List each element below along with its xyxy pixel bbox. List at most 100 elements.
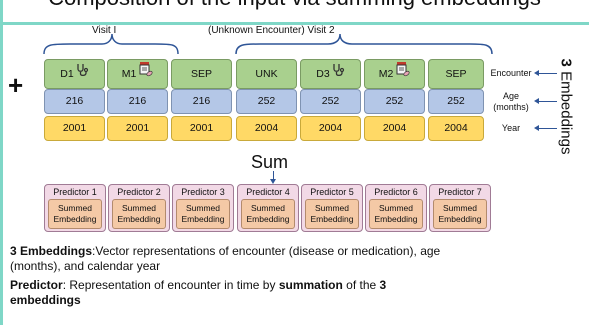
visit1-brace [43, 33, 179, 55]
encounter-label: SEP [445, 68, 467, 80]
age-token: 252 [364, 89, 425, 114]
encounter-token: UNK [236, 59, 297, 89]
encounter-label: M1 [121, 68, 137, 80]
age-token: 216 [107, 89, 168, 114]
age-token: 252 [300, 89, 361, 114]
sum-down-arrow-icon [270, 171, 276, 184]
encounter-token: SEP [171, 59, 232, 89]
summed-line1: Summed [314, 203, 349, 213]
predictor-name: Predictor 5 [310, 187, 354, 197]
predictor-definition-2: of the [342, 278, 380, 292]
summed-line2: Embedding [117, 214, 161, 224]
year-token: 2001 [171, 116, 232, 141]
encounter-label: M2 [378, 68, 394, 80]
clipped-title: Composition of the input via summing emb… [0, 0, 589, 10]
stethoscope-icon [75, 60, 89, 88]
summed-line1: Summed [442, 203, 477, 213]
summed-line2: Embedding [53, 214, 97, 224]
summed-line2: Embedding [310, 214, 354, 224]
summed-line2: Embedding [246, 214, 290, 224]
encounter-token: SEP [428, 59, 484, 89]
year-token: 2004 [236, 116, 297, 141]
row-label-encounter: Encounter [490, 68, 532, 78]
row-label-year: Year [501, 123, 521, 133]
year-token: 2004 [364, 116, 425, 141]
predictor-name: Predictor 3 [181, 187, 225, 197]
row-label-age-line1: Age [502, 91, 519, 101]
predictor-definition-1: : Representation of encounter in time by [62, 278, 279, 292]
embeddings-term: 3 Embeddings [10, 244, 93, 258]
age-token: 216 [44, 89, 105, 114]
year-arrow-icon [534, 125, 557, 131]
year-token: 2001 [44, 116, 105, 141]
embeddings-word-bold: embeddings [10, 293, 81, 307]
encounter-token: M2 [364, 59, 425, 89]
predictor-name: Predictor 1 [53, 187, 97, 197]
pill-bottle-icon [394, 60, 410, 88]
year-token: 2001 [107, 116, 168, 141]
predictor-name: Predictor 7 [438, 187, 482, 197]
year-token: 2004 [428, 116, 484, 141]
summed-line2: Embedding [181, 214, 225, 224]
predictor-term: Predictor [10, 278, 63, 292]
predictor-name: Predictor 2 [117, 187, 161, 197]
encounter-label: D1 [60, 68, 74, 80]
embeddings-definition-2: (months), and calendar year [10, 259, 161, 273]
encounter-token: D1 [44, 59, 105, 89]
frame-left-border [0, 0, 3, 325]
row-label-age-line2: (months) [493, 102, 529, 112]
embeddings-vertical-title: 3 Embeddings [548, 38, 584, 193]
embeddings-definition-1: :Vector representations of encounter (di… [92, 244, 441, 258]
pill-bottle-icon [137, 60, 153, 88]
visit2-label: (Unknown Encounter) Visit 2 [208, 25, 335, 36]
encounter-label: UNK [255, 68, 278, 80]
embeddings-count: 3 [557, 58, 575, 67]
visit2-brace [235, 33, 493, 55]
embeddings-description: 3 Embeddings:Vector representations of e… [10, 244, 580, 274]
summed-line2: Embedding [438, 214, 482, 224]
predictor-name: Predictor 6 [374, 187, 418, 197]
age-token: 216 [171, 89, 232, 114]
summed-line1: Summed [378, 203, 413, 213]
sum-label: Sum [251, 152, 289, 172]
age-token: 252 [428, 89, 484, 114]
frame-top-border [0, 22, 589, 25]
encounter-token: D3 [300, 59, 361, 89]
encounter-token: M1 [107, 59, 168, 89]
row-label-age: Age (months) [488, 91, 534, 113]
plus-sign: + [8, 70, 24, 100]
predictor-description: Predictor: Representation of encounter i… [10, 278, 580, 308]
summed-line1: Summed [121, 203, 156, 213]
summed-line2: Embedding [374, 214, 418, 224]
encounter-label: D3 [316, 68, 330, 80]
visit1-label: Visit I [92, 25, 117, 36]
summed-line1: Summed [250, 203, 285, 213]
year-token: 2004 [300, 116, 361, 141]
predictor-name: Predictor 4 [246, 187, 290, 197]
encounter-arrow-icon [534, 70, 557, 76]
encounter-label: SEP [190, 68, 212, 80]
summed-line1: Summed [185, 203, 220, 213]
stethoscope-icon [331, 60, 345, 88]
summed-line1: Summed [57, 203, 92, 213]
age-arrow-icon [534, 98, 557, 104]
embeddings-word: Embeddings [557, 71, 575, 155]
three-term: 3 [379, 278, 387, 292]
summation-term: summation [278, 278, 343, 292]
